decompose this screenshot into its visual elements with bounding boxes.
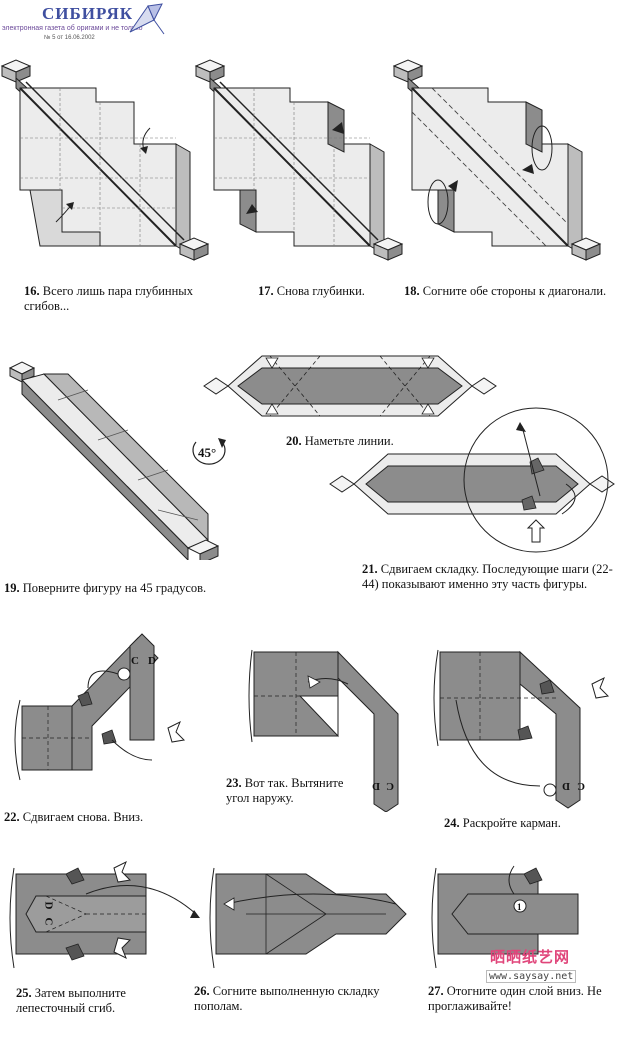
caption-step-22: 22. Сдвигаем снова. Вниз. <box>4 810 204 825</box>
step-number: 18. <box>404 284 420 298</box>
figure-step-23 <box>248 649 399 812</box>
step-text: Согните обе стороны к диагонали. <box>422 284 607 298</box>
issue-number: № 5 от 16.06.2002 <box>44 35 95 41</box>
newspaper-subtitle: электронная газета об оригами и не тольк… <box>2 25 143 32</box>
caption-step-27: 27. Отогните один слой вниз. Не проглажи… <box>428 984 618 1014</box>
step-text: Всего лишь пара глубинных сгибов... <box>24 284 193 313</box>
step-number: 22. <box>4 810 20 824</box>
caption-step-23: 23. Вот так. Вытяните угол наружу. <box>226 776 360 806</box>
figure-step-18 <box>392 59 602 261</box>
figure-step-22 <box>14 633 186 781</box>
caption-step-26: 26. Согните выполненную складку пополам. <box>194 984 404 1014</box>
step-text: Отогните один слой вниз. Не проглаживайт… <box>428 984 602 1013</box>
letter-c-label-24: C <box>577 780 585 792</box>
step-text: Наметьте линии. <box>304 434 394 448</box>
caption-step-18: 18. Согните обе стороны к диагонали. <box>404 284 620 299</box>
figure-step-19 <box>8 361 220 560</box>
step-text: Сдвигаем снова. Вниз. <box>22 810 144 824</box>
figure-step-20 <box>203 355 497 417</box>
letter-c-label-25: C <box>42 917 55 926</box>
rotate-icon <box>192 438 226 465</box>
marker-one-label: 1 <box>517 902 522 912</box>
figure-step-25 <box>9 860 200 969</box>
step-number: 24. <box>444 816 460 830</box>
step-text: Снова глубинки. <box>276 284 365 298</box>
caption-step-16: 16. Всего лишь пара глубинных сгибов... <box>24 284 214 314</box>
figure-step-21 <box>329 407 615 553</box>
letter-d-label: D <box>148 655 156 667</box>
letter-c-label: C <box>131 655 139 667</box>
site-brand-logo: 晒晒纸艺网 <box>490 948 571 966</box>
crane-logo-icon <box>129 3 165 35</box>
figure-step-26 <box>209 867 407 969</box>
letter-c-label-23: C <box>386 780 394 792</box>
newspaper-title: СИБИРЯК <box>42 4 134 23</box>
caption-step-17: 17. Снова глубинки. <box>258 284 398 299</box>
caption-step-19: 19. Поверните фигуру на 45 градусов. <box>4 581 244 596</box>
step-number: 23. <box>226 776 242 790</box>
step-number: 19. <box>4 581 20 595</box>
step-number: 16. <box>24 284 40 298</box>
letter-d-label-25: D <box>42 901 55 910</box>
step-number: 21. <box>362 562 378 576</box>
figure-step-27 <box>431 865 579 969</box>
step-number: 17. <box>258 284 274 298</box>
step-number: 25. <box>16 986 32 1000</box>
caption-step-20: 20. Наметьте линии. <box>286 434 436 449</box>
site-url: www.saysay.net <box>486 970 577 983</box>
figure-step-24 <box>433 649 610 809</box>
step-number: 26. <box>194 984 210 998</box>
step-number: 20. <box>286 434 302 448</box>
rotation-angle-label: 45° <box>198 445 217 460</box>
step-text: Поверните фигуру на 45 градусов. <box>22 581 207 595</box>
caption-step-25: 25. Затем выполните лепесточный сгиб. <box>16 986 184 1016</box>
figure-step-16 <box>0 59 210 261</box>
figure-step-17 <box>194 59 404 261</box>
step-text: Согните выполненную складку пополам. <box>194 984 380 1013</box>
step-text: Раскройте карман. <box>462 816 561 830</box>
letter-d-label-24: D <box>562 780 570 792</box>
caption-step-24: 24. Раскройте карман. <box>444 816 614 831</box>
step-number: 27. <box>428 984 444 998</box>
letter-d-label-23: D <box>372 780 380 792</box>
caption-step-21: 21. Сдвигаем складку. Последующие шаги (… <box>362 562 618 592</box>
step-text: Вот так. Вытяните угол наружу. <box>226 776 344 805</box>
step-text: Затем выполните лепесточный сгиб. <box>16 986 126 1015</box>
step-text: Сдвигаем складку. Последующие шаги (22-4… <box>362 562 613 591</box>
